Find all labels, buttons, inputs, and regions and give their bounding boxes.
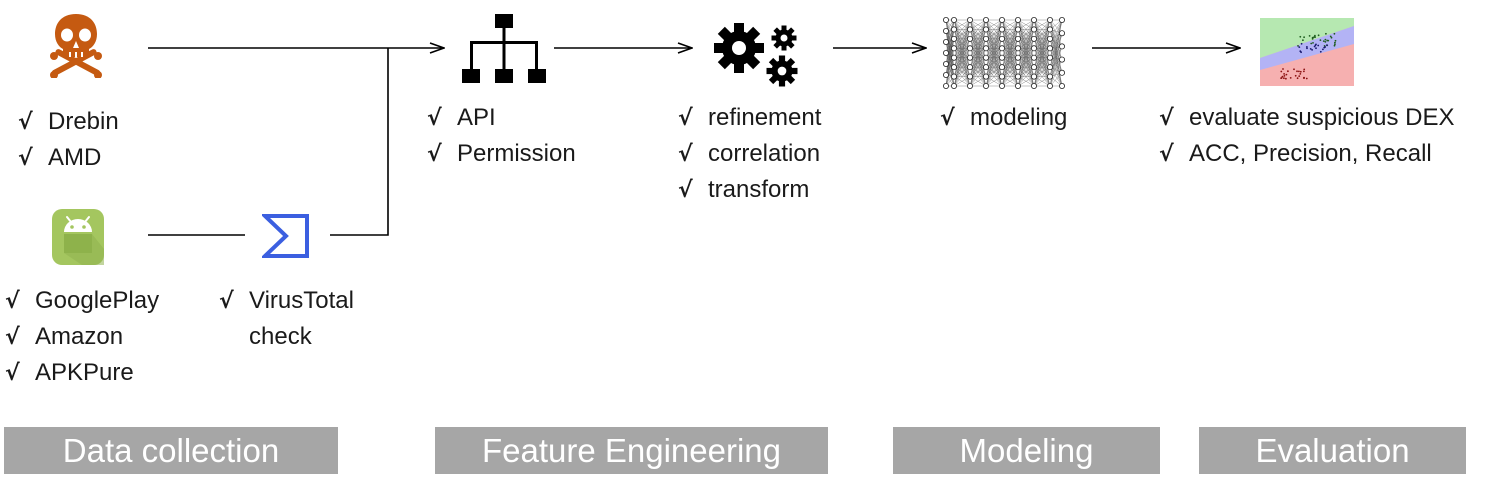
benign-sources-list: √GooglePlay √Amazon √APKPure: [5, 283, 159, 391]
stage-banner-feature-engineering: Feature Engineering: [435, 427, 828, 474]
list-item: √modeling: [940, 100, 1067, 136]
check-mark: √: [5, 289, 20, 314]
processing-steps-list: √refinement √correlation √transform: [678, 100, 821, 208]
list-item: √ACC, Precision, Recall: [1159, 136, 1454, 172]
check-mark: √: [427, 142, 442, 167]
android-icon: [52, 209, 104, 265]
check-mark: √: [678, 178, 693, 203]
list-item: √Drebin: [18, 104, 119, 140]
neural-network-icon: [943, 17, 1066, 90]
virustotal-check-list: √VirusTotal check: [219, 283, 354, 354]
model-steps-list: √modeling: [940, 100, 1067, 136]
check-mark: √: [18, 110, 33, 135]
hierarchy-icon: [462, 14, 546, 83]
check-mark: √: [5, 325, 20, 350]
extraction-features-list: √API √Permission: [427, 100, 576, 172]
skull-crossbones-icon: [50, 14, 102, 78]
check-mark: √: [1159, 142, 1174, 167]
stage-banner-modeling: Modeling: [893, 427, 1160, 474]
list-item: √API: [427, 100, 576, 136]
check-mark: √: [18, 146, 33, 171]
list-item: √VirusTotal: [219, 283, 354, 319]
list-item: √GooglePlay: [5, 283, 159, 319]
list-item-continuation: check: [249, 323, 312, 350]
list-item: √refinement: [678, 100, 821, 136]
check-mark: √: [5, 361, 20, 386]
stage-banner-evaluation: Evaluation: [1199, 427, 1466, 474]
check-mark: √: [678, 106, 693, 131]
virustotal-sigma-icon: [262, 214, 309, 258]
check-mark: √: [940, 106, 955, 131]
stage-banner-data-collection: Data collection: [4, 427, 338, 474]
check-mark: √: [427, 106, 442, 131]
list-item: √correlation: [678, 136, 821, 172]
check-mark: √: [219, 289, 234, 314]
list-item: √transform: [678, 172, 821, 208]
line-virustotal-to-merge: [330, 48, 389, 236]
check-mark: √: [1159, 106, 1174, 131]
list-item: √Permission: [427, 136, 576, 172]
check-mark: √: [678, 142, 693, 167]
malware-sources-list: √Drebin √AMD: [18, 104, 119, 176]
list-item: √Amazon: [5, 319, 159, 355]
gears-icon: [714, 23, 798, 87]
evaluation-steps-list: √evaluate suspicious DEX √ACC, Precision…: [1159, 100, 1454, 172]
list-item: √AMD: [18, 140, 119, 176]
list-item: √evaluate suspicious DEX: [1159, 100, 1454, 136]
list-item: √APKPure: [5, 355, 159, 391]
classification-plot-icon: [1260, 18, 1354, 86]
